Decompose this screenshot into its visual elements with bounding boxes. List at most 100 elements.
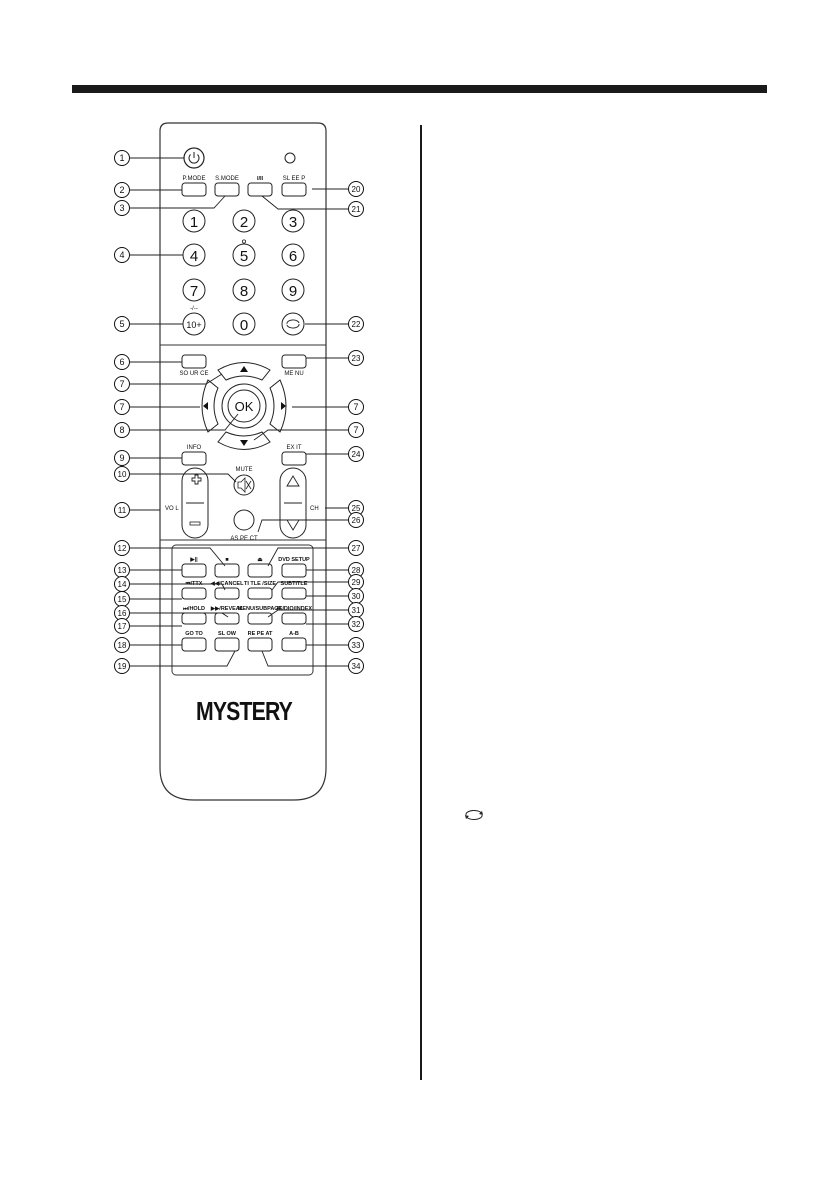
vol-label: VO L [165,506,179,512]
info-label: INFO [187,445,202,451]
exit-button[interactable]: EX IT [281,445,307,466]
left-button[interactable] [201,379,219,433]
dual-button[interactable]: I/II [247,176,273,197]
callout-14: 14 [114,576,130,592]
menu-subpage-button[interactable]: MENU/SUBPAGE [238,606,283,625]
callout-7-up: 7 [114,376,130,392]
callout-7-left: 7 [114,399,130,415]
digit-6-label: 6 [289,248,297,265]
pmode-button[interactable]: P.MODE [181,176,207,197]
down-arrow-icon [240,440,248,446]
callout-19: 19 [114,658,130,674]
ch-label: CH [310,506,319,512]
audio-index-label: AUDIO/INDEX [276,606,312,612]
digit-7-button[interactable]: 7 [182,278,206,302]
menu-button[interactable]: ME NU [281,354,307,377]
ch-rocker[interactable] [279,467,307,539]
digit-4-button[interactable]: 4 [182,243,206,267]
slow-button[interactable]: SL OW [214,631,240,652]
digit-5-label: 5 [240,248,248,265]
svg-text:19: 19 [118,662,127,671]
repeat-icon [465,809,483,821]
ab-button[interactable]: A-B [281,631,307,652]
title-size-label: TI TLE /SIZE [244,581,276,587]
ten-plus-button[interactable]: 10+ [182,312,206,336]
goto-button[interactable]: GO TO [181,631,207,652]
dual-label: I/II [257,176,264,182]
digit-1-button[interactable]: 1 [182,209,206,233]
recall-button[interactable] [281,312,305,336]
ab-label: A-B [289,631,299,637]
slow-label: SL OW [218,631,237,637]
callout-24: 24 [348,446,364,462]
ch-up-icon [286,475,300,487]
digit-9-button[interactable]: 9 [281,278,305,302]
callout-2: 2 [114,182,130,198]
power-button[interactable] [183,147,205,169]
digit-2-button[interactable]: 2 [232,209,256,233]
ok-label: OK [235,399,254,414]
info-button[interactable]: INFO [181,445,207,466]
digit-0-label: 0 [240,317,248,334]
tactile-dot [241,239,246,244]
callout-20: 20 [348,181,364,197]
svg-text:1: 1 [119,153,124,163]
svg-text:8: 8 [119,425,124,435]
digit-6-button[interactable]: 6 [281,243,305,267]
mute-button[interactable] [233,474,255,496]
callout-31: 31 [348,602,364,618]
next-hold-button[interactable]: ⏭/HOLD [181,606,207,625]
callout-3: 3 [114,200,130,216]
smode-label: S.MODE [215,176,239,182]
ir-indicator [284,152,296,164]
mute-label: MUTE [236,467,253,473]
ff-reveal-button[interactable]: ▶▶/REVEAL [210,605,244,625]
eject-button[interactable]: ⏏ [247,557,273,578]
subtitle-label: SUBTITLE [281,581,308,587]
callout-13: 13 [114,562,130,578]
sleep-button[interactable]: SL EE P [281,176,307,197]
digit-2-label: 2 [240,214,248,231]
svg-text:31: 31 [352,606,361,615]
source-button[interactable]: SO UR CE [179,354,209,377]
svg-text:30: 30 [352,592,361,601]
aspect-button[interactable] [233,509,255,531]
brand-logo: MYSTERY [196,697,293,727]
audio-index-button[interactable]: AUDIO/INDEX [276,606,312,625]
digit-8-button[interactable]: 8 [232,278,256,302]
callout-27: 27 [348,540,364,556]
svg-text:17: 17 [118,622,127,631]
sleep-label: SL EE P [283,176,305,182]
digit-3-label: 3 [289,214,297,231]
rew-cancel-button[interactable]: ◀◀/CANCEL [210,580,245,600]
digit-5-button[interactable]: 5 [232,239,256,267]
svg-text:29: 29 [352,578,361,587]
callout-8: 8 [114,422,130,438]
title-size-button[interactable]: TI TLE /SIZE [244,581,276,600]
right-button[interactable] [269,379,287,433]
svg-text:7: 7 [353,402,358,412]
callout-21: 21 [348,201,364,217]
smode-button[interactable]: S.MODE [214,176,240,197]
svg-text:27: 27 [352,544,361,553]
goto-label: GO TO [185,631,203,637]
repeat-button[interactable]: RE PE AT [247,631,273,652]
digit-0-button[interactable]: 0 [232,312,256,336]
right-arrow-icon [281,402,286,410]
stop-button[interactable]: ■ [214,557,240,578]
callout-15: 15 [114,591,130,607]
svg-text:22: 22 [352,320,361,329]
subtitle-button[interactable]: SUBTITLE [281,581,308,600]
svg-text:14: 14 [118,580,127,589]
dvd-setup-button[interactable]: DVD SETUP [278,557,310,578]
vol-down-icon [189,521,201,526]
vol-up-icon [191,474,202,485]
play-pause-button[interactable]: ▶|| [181,556,207,578]
svg-text:11: 11 [118,506,127,515]
ok-button[interactable]: OK [227,389,261,423]
callout-6: 6 [114,354,130,370]
vol-rocker[interactable] [181,467,209,539]
power-icon [188,152,200,164]
digit-3-button[interactable]: 3 [281,209,305,233]
